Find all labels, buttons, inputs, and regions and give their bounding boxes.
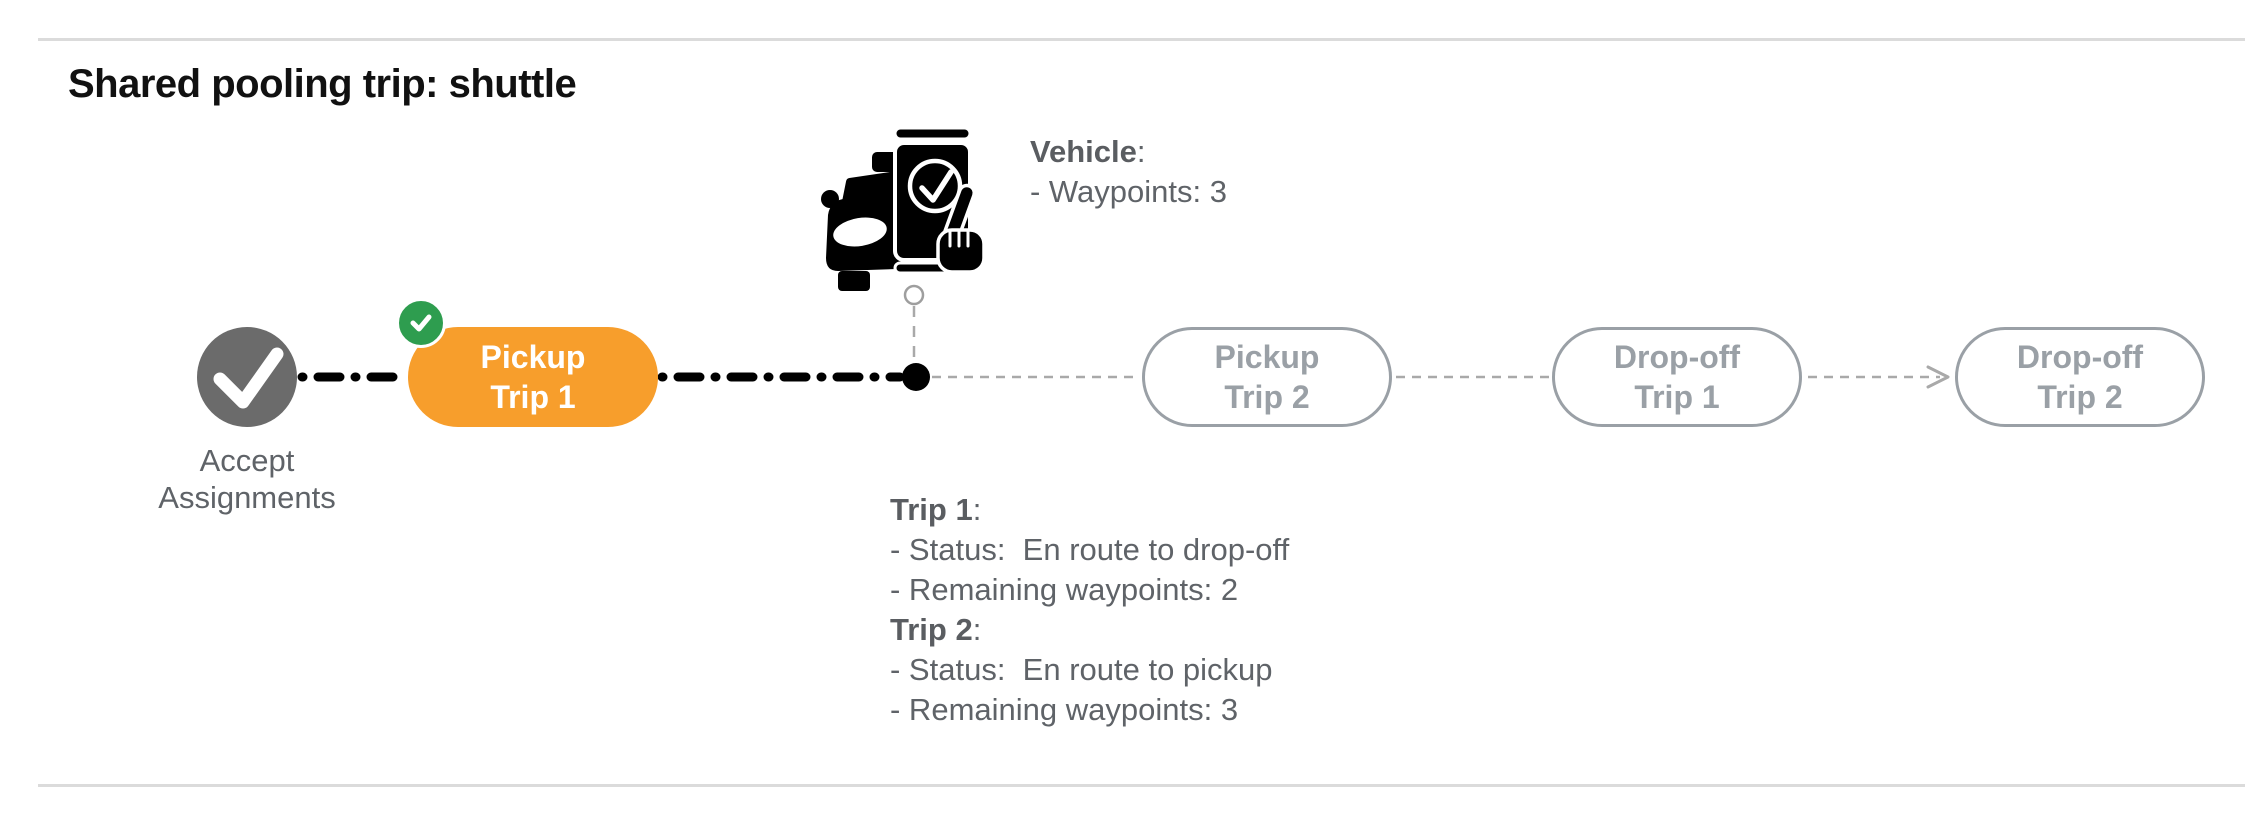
trip1-waypoints-line: - Remaining waypoints: 2 [890, 572, 1239, 607]
trip-status-annotation: Trip 1: - Status: En route to drop-off -… [890, 490, 1289, 730]
accept-assignments-node [197, 327, 297, 427]
node-label-line1: Drop-off [2016, 339, 2144, 375]
arrowhead-icon [1926, 365, 1950, 389]
trip2-heading: Trip 2: [890, 612, 982, 647]
accept-assignments-label: Accept Assignments [97, 442, 397, 516]
current-position-dot [902, 363, 930, 391]
trip2-status-line: - Status: En route to pickup [890, 652, 1273, 687]
bottom-divider [38, 784, 2245, 787]
check-icon [213, 347, 284, 409]
node-dropoff-trip-2: Drop-off Trip 2 [1955, 327, 2205, 427]
page-title: Shared pooling trip: shuttle [68, 62, 577, 106]
car-phone-check-icon [821, 126, 986, 291]
node-label-line1: Pickup [480, 339, 586, 375]
node-pickup-trip-2: Pickup Trip 2 [1142, 327, 1392, 427]
node-label-line1: Drop-off [1613, 339, 1741, 375]
node-label-line2: Trip 2 [2037, 379, 2123, 415]
completed-badge [396, 298, 446, 348]
node-label-line2: Trip 2 [1224, 379, 1310, 415]
node-label-line2: Trip 1 [490, 379, 576, 415]
top-divider [38, 38, 2245, 41]
node-pickup-trip-1: Pickup Trip 1 [408, 327, 658, 427]
trip2-waypoints-line: - Remaining waypoints: 3 [890, 692, 1239, 727]
open-circle-icon [903, 284, 925, 306]
check-icon [410, 314, 432, 332]
trip1-status-line: - Status: En route to drop-off [890, 532, 1290, 567]
vehicle-annotation-heading: Vehicle: [1030, 134, 1146, 169]
accept-label-line2: Assignments [158, 480, 336, 515]
trip1-heading: Trip 1: [890, 492, 982, 527]
vehicle-annotation: Vehicle: - Waypoints: 3 [1030, 132, 1227, 212]
accept-label-line1: Accept [199, 443, 295, 478]
node-label-line1: Pickup [1214, 339, 1320, 375]
vehicle-waypoints-line: - Waypoints: 3 [1030, 174, 1227, 209]
node-label-line2: Trip 1 [1634, 379, 1720, 415]
node-dropoff-trip-1: Drop-off Trip 1 [1552, 327, 1802, 427]
